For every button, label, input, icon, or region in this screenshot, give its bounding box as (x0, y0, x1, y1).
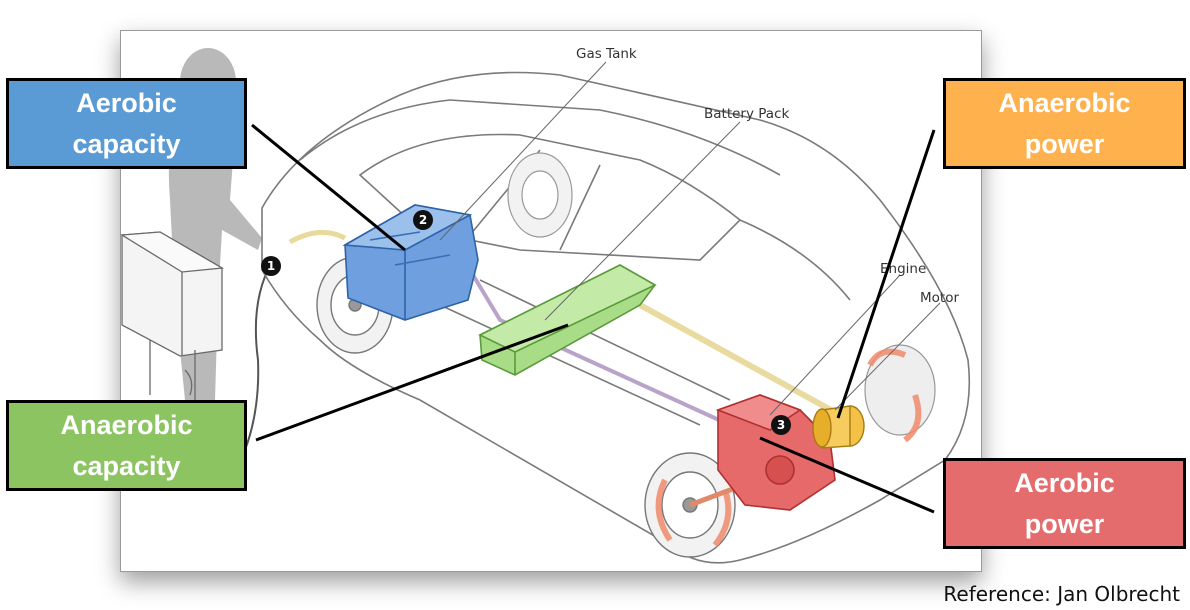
badge-two: 2 (413, 210, 433, 230)
svg-text:1: 1 (267, 259, 275, 273)
engine-part (715, 394, 836, 511)
svg-text:2: 2 (419, 213, 427, 227)
badge-one: 1 (261, 256, 281, 276)
battery-to-motor-cable (638, 302, 842, 418)
svg-text:3: 3 (777, 418, 785, 432)
aerobic-capacity-box: Aerobic capacity (6, 78, 247, 169)
anaerobic-power-box: Anaerobic power (943, 78, 1186, 169)
car-body (261, 71, 971, 564)
charging-cable (244, 261, 273, 451)
battery-pack-part (478, 264, 657, 376)
anaerobic-capacity-text: Anaerobic capacity (60, 409, 193, 481)
aerobic-power-box: Aerobic power (943, 458, 1186, 549)
callout-lines (251, 123, 936, 514)
charge-port-cable (288, 229, 347, 245)
engine-label: Engine (880, 261, 926, 277)
aerobic-power-text: Aerobic power (1014, 467, 1115, 539)
component-leaders (439, 61, 941, 416)
anaerobic-capacity-box: Anaerobic capacity (6, 400, 247, 491)
rotation-arrows (655, 348, 922, 547)
battery-pack-label: Battery Pack (704, 106, 789, 122)
gas-tank-label: Gas Tank (576, 46, 637, 62)
motor-part (812, 405, 865, 449)
tank-to-engine-line (468, 268, 731, 427)
anaerobic-power-text: Anaerobic power (998, 87, 1131, 159)
badge-three: 3 (771, 415, 791, 435)
rear-wheel-right (507, 152, 573, 238)
aerobic-capacity-text: Aerobic capacity (72, 87, 181, 159)
motor-label: Motor (920, 290, 959, 306)
charging-station (119, 231, 225, 400)
reference-caption: Reference: Jan Olbrecht (943, 582, 1180, 606)
gas-tank-part (342, 204, 479, 321)
